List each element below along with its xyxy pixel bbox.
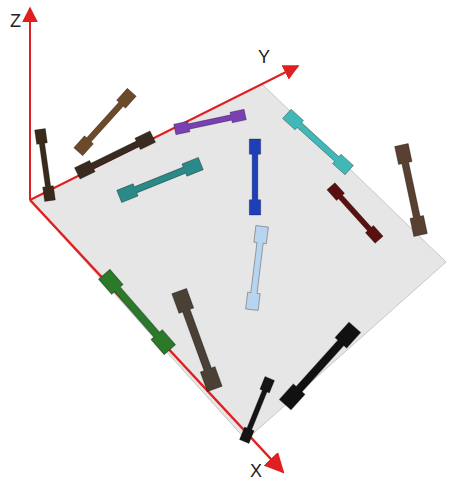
axis-label: X — [250, 462, 262, 480]
axis-label: Y — [258, 48, 270, 66]
axis-label: Z — [10, 12, 21, 30]
